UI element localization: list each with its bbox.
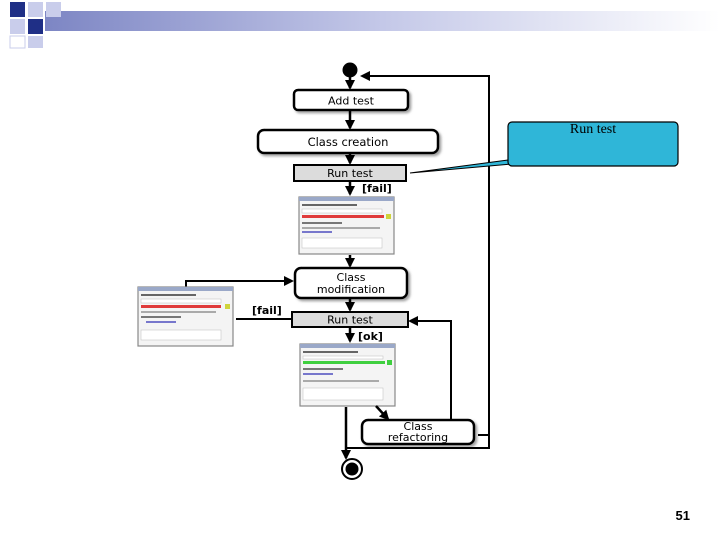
run-test-label-2: Run test xyxy=(327,314,373,327)
class-refactoring-node xyxy=(360,418,476,446)
add-test-label: Add test xyxy=(328,95,375,108)
header-decoration xyxy=(9,2,720,49)
class-modification-label-1: Class xyxy=(337,271,366,284)
header-square xyxy=(28,2,43,17)
outer-loop-arrow xyxy=(360,71,490,440)
add-test-node xyxy=(292,88,410,112)
class-refactoring-label-2: refactoring xyxy=(388,431,448,444)
header-square xyxy=(46,2,61,17)
screenshot-fail-1 xyxy=(298,196,395,255)
class-refactoring-label-1: Class xyxy=(404,420,433,433)
header-square xyxy=(10,19,25,34)
guard-ok: [ok] xyxy=(358,330,383,343)
header-square xyxy=(10,2,25,17)
callout-text: Run test xyxy=(569,122,617,137)
callout-box xyxy=(507,121,679,167)
start-node xyxy=(342,62,358,78)
class-modification-label-2: modification xyxy=(317,283,385,296)
header-square xyxy=(28,19,43,34)
screenshot-ok xyxy=(299,343,396,407)
class-creation-node xyxy=(256,128,440,155)
refactor-loop-arrow xyxy=(408,316,452,420)
callout-pointer xyxy=(409,159,514,174)
run-test-label-1: Run test xyxy=(327,167,373,180)
header-gradient-bar xyxy=(45,11,720,31)
guard-fail-left: [fail] xyxy=(252,304,282,317)
end-node xyxy=(345,462,359,476)
header-square xyxy=(28,36,43,48)
outer-loop-bottom xyxy=(346,434,490,449)
flow-arrow xyxy=(375,405,390,421)
class-creation-label: Class creation xyxy=(308,135,389,149)
fail-return-arrow xyxy=(185,276,294,287)
slide-number: 51 xyxy=(675,508,690,523)
guard-fail-top: [fail] xyxy=(362,182,392,195)
screenshot-fail-2 xyxy=(137,286,234,347)
header-square xyxy=(9,35,26,49)
